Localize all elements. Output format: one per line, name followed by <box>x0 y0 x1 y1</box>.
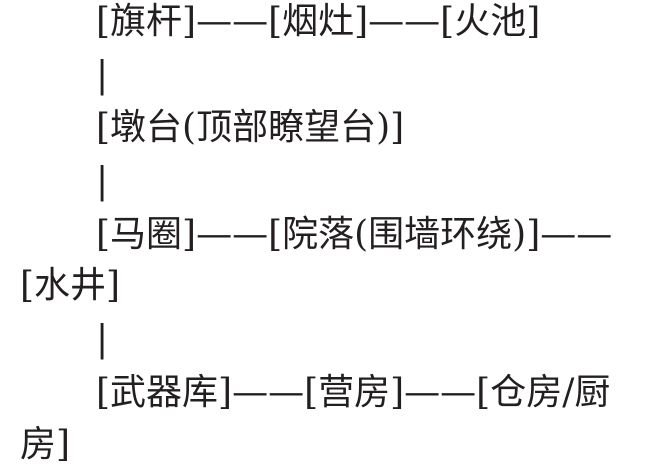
diagram-connector: | <box>96 55 109 96</box>
diagram-line-well: [水井] <box>20 265 121 306</box>
diagram-line-kitchen-continuation: 房] <box>20 424 71 465</box>
diagram-line-beacon-platform: [墩台(顶部瞭望台)] <box>96 107 405 148</box>
diagram-line-flagpole-stove-firepit: [旗杆]——[烟灶]——[火池] <box>96 1 541 42</box>
diagram-line-armory-barracks-storage: [武器库]——[营房]——[仓房/厨 <box>96 372 611 413</box>
diagram-connector: | <box>96 319 109 360</box>
diagram-line-stable-courtyard: [马圈]——[院落(围墙环绕)]—— <box>96 214 613 255</box>
diagram-connector: | <box>96 161 109 202</box>
